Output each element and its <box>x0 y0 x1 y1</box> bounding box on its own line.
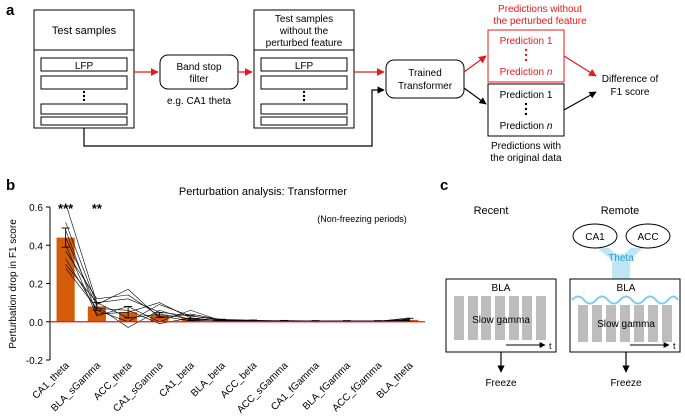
svg-text:Prediction 1: Prediction 1 <box>500 36 553 47</box>
svg-text:the original data: the original data <box>490 153 562 164</box>
recent-slow-gamma-label: Slow gamma <box>472 315 530 326</box>
trained-transformer-box: Trained Transformer <box>385 59 465 99</box>
predictions-without-box: Prediction 1 Prediction n <box>487 29 565 83</box>
svg-text:BLA: BLA <box>492 283 511 294</box>
remote-label: Remote <box>601 205 640 217</box>
individual-line <box>65 229 410 322</box>
theta-wave <box>571 295 679 305</box>
individual-line <box>65 250 410 322</box>
individual-line <box>65 222 410 322</box>
svg-text:Prediction n: Prediction n <box>500 121 553 132</box>
panel-label-b: b <box>6 177 15 194</box>
bar <box>150 315 169 322</box>
remote-freeze-label: Freeze <box>610 378 642 389</box>
test-samples-title: Test samples <box>52 25 117 37</box>
recent-freeze-label: Freeze <box>485 378 517 389</box>
panel-label-a: a <box>6 2 15 19</box>
theta-projection <box>597 248 643 283</box>
remote-slow-gamma-label: Slow gamma <box>597 319 655 330</box>
band-stop-filter-box: Band stop filter <box>159 54 239 90</box>
y-tick-label: -0.2 <box>26 356 44 367</box>
svg-text:Prediction 1: Prediction 1 <box>500 90 553 101</box>
recent-label: Recent <box>474 205 509 217</box>
difference-f1-label: Difference of <box>602 74 659 85</box>
chart-annotation: (Non-freezing periods) <box>317 214 407 224</box>
svg-text:without the: without the <box>279 26 329 37</box>
panel-label-c: c <box>440 177 448 194</box>
test-samples-without-feature-box: Test samples without the perturbed featu… <box>253 9 355 129</box>
lfp-row-label-filtered: LFP <box>295 61 314 72</box>
bar-chart: -0.20.00.20.40.6*****CA1_thetaBLA_sGamma… <box>26 201 425 416</box>
individual-line <box>65 268 410 324</box>
svg-text:Prediction n: Prediction n <box>500 67 553 78</box>
svg-text:Transformer: Transformer <box>398 81 453 92</box>
y-tick-label: 0.6 <box>29 203 43 214</box>
svg-text:perturbed feature: perturbed feature <box>266 38 343 49</box>
predictions-with-label: Predictions with <box>491 141 561 152</box>
significance-marker: ** <box>92 201 103 216</box>
test-samples-box: Test samples LFP <box>33 9 135 129</box>
lfp-row-label: LFP <box>75 61 94 72</box>
individual-line <box>65 264 410 322</box>
individual-line <box>65 245 410 323</box>
svg-text:F1 score: F1 score <box>611 87 650 98</box>
svg-text:ACC: ACC <box>637 232 658 243</box>
y-axis-label: Perturbation drop in F1 score <box>8 219 19 349</box>
theta-label: Theta <box>608 253 634 264</box>
svg-text:t: t <box>673 341 676 351</box>
significance-marker: *** <box>58 201 74 216</box>
recent-bla-box: BLA Slow gamma t <box>445 278 557 353</box>
acc-node <box>625 223 671 249</box>
band-stop-example: e.g. CA1 theta <box>167 96 231 107</box>
svg-text:the perturbed feature: the perturbed feature <box>493 16 587 27</box>
y-tick-label: 0.0 <box>29 318 43 329</box>
y-tick-label: 0.2 <box>29 280 43 291</box>
svg-text:BLA: BLA <box>617 283 636 294</box>
bar <box>56 237 75 322</box>
remote-bla-box: BLA Slow gamma t <box>569 278 681 353</box>
predictions-with-box: Prediction 1 Prediction n <box>487 83 565 137</box>
svg-text:t: t <box>549 341 552 351</box>
y-tick-label: 0.4 <box>29 241 43 252</box>
svg-text:CA1: CA1 <box>585 232 605 243</box>
svg-text:Trained: Trained <box>408 68 442 79</box>
predictions-without-label: Predictions without <box>498 4 582 15</box>
svg-text:filter: filter <box>190 74 210 85</box>
svg-text:Band stop: Band stop <box>176 62 221 73</box>
individual-line <box>65 237 410 328</box>
svg-text:Test samples: Test samples <box>275 14 333 25</box>
chart-title: Perturbation analysis: Transformer <box>179 186 347 198</box>
ca1-node <box>572 223 618 249</box>
